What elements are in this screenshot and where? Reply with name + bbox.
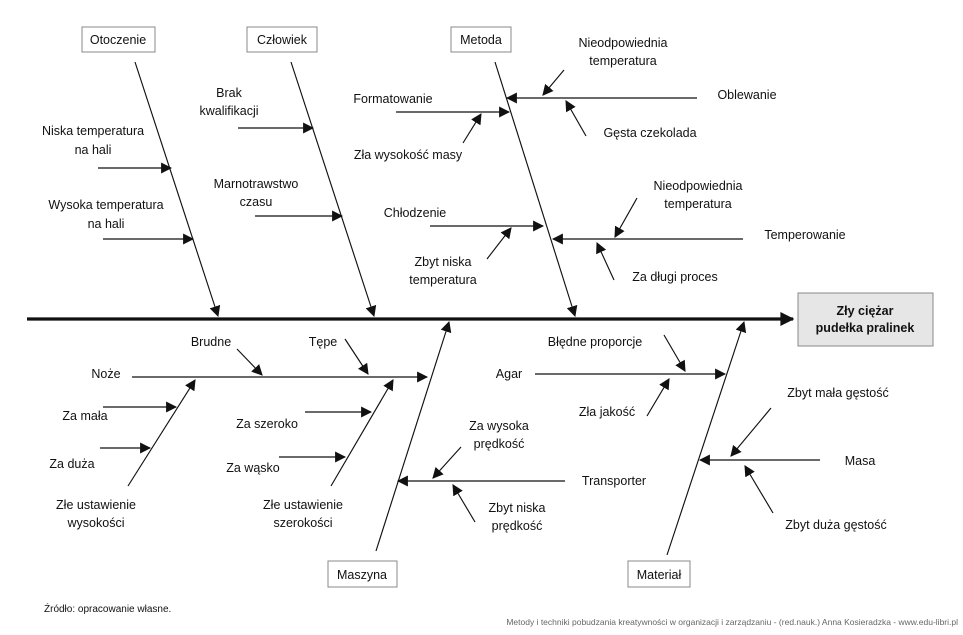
effect-label-line1: Zły ciężar	[837, 304, 894, 318]
cause-niska-temperatura-line2: na hali	[75, 143, 112, 157]
arrow-zbyt-duza-gestosc	[744, 465, 774, 514]
cause-gesta-czekolada: Gęsta czekolada	[603, 126, 696, 140]
cause-za-szeroko: Za szeroko	[236, 417, 298, 431]
cause-oblewanie: Oblewanie	[717, 88, 776, 102]
category-maszyna: Maszyna	[327, 560, 398, 588]
cause-masa: Masa	[845, 454, 876, 468]
arrow-gesta-czekolada	[565, 100, 587, 137]
cause-zla-jakosc: Zła jakość	[579, 405, 635, 419]
footer-credit: Metody i techniki pobudzania kreatywnośc…	[506, 617, 958, 627]
effect-label-line2: pudełka pralinek	[816, 321, 915, 335]
arrow-zbyt-niska-predkosc	[452, 484, 476, 523]
cause-zbyt-duza-gestosc: Zbyt duża gęstość	[785, 518, 886, 532]
cause-za-dlugi-proces: Za długi proces	[632, 270, 717, 284]
cause-transporter: Transporter	[582, 474, 646, 488]
cause-marnotrawstwo-czasu-line2: czasu	[240, 195, 273, 209]
arrow-zla-jakosc	[646, 378, 670, 417]
branch-otoczenie	[134, 61, 221, 318]
arrow-tepe	[344, 338, 369, 375]
arrow-bledne-proporcje	[663, 334, 686, 372]
category-czlowiek-label: Człowiek	[257, 33, 308, 47]
arrow-zbyt-mala-gestosc	[730, 407, 772, 457]
branch-maszyna	[375, 320, 452, 552]
cause-zle-ustawienie-wysokosci-line2: wysokości	[67, 516, 125, 530]
cause-za-mala: Za mała	[62, 409, 107, 423]
category-metoda: Metoda	[450, 26, 512, 53]
cause-za-wasko: Za wąsko	[226, 461, 280, 475]
category-material-label: Materiał	[637, 568, 682, 582]
cause-bledne-proporcje: Błędne proporcje	[548, 335, 643, 349]
cause-tepe: Tępe	[309, 335, 338, 349]
category-maszyna-label: Maszyna	[337, 568, 387, 582]
branch-metoda	[494, 61, 578, 318]
cause-zbyt-niska-predkosc-line2: prędkość	[492, 519, 543, 533]
cause-nieodpowiednia-temperatura-2-line2: temperatura	[664, 197, 731, 211]
source-note: Źródło: opracowanie własne.	[44, 602, 171, 615]
cause-brudne: Brudne	[191, 335, 231, 349]
category-material: Materiał	[627, 560, 691, 588]
arrow-zbyt-niska-temperatura	[486, 227, 512, 260]
category-metoda-label: Metoda	[460, 33, 502, 47]
branch-material	[666, 320, 747, 556]
branch-zle-ustawienie-szerokosci	[330, 379, 394, 487]
cause-za-wysoka-predkosc-line1: Za wysoka	[469, 419, 529, 433]
arrow-nieodpowiednia-temperatura-1	[542, 69, 565, 96]
cause-nieodpowiednia-temperatura-1-line2: temperatura	[589, 54, 656, 68]
arrow-za-wysoka-predkosc	[432, 446, 462, 479]
cause-zle-ustawienie-szerokosci-line1: Złe ustawienie	[263, 498, 343, 512]
cause-zbyt-mala-gestosc: Zbyt mała gęstość	[787, 386, 888, 400]
category-otoczenie-label: Otoczenie	[90, 33, 146, 47]
cause-temperowanie: Temperowanie	[764, 228, 845, 242]
arrow-za-dlugi-proces	[596, 242, 615, 281]
cause-brak-kwalifikacji-line1: Brak	[216, 86, 242, 100]
cause-formatowanie: Formatowanie	[353, 92, 432, 106]
cause-agar: Agar	[496, 367, 522, 381]
cause-brak-kwalifikacji-line2: kwalifikacji	[199, 104, 258, 118]
cause-zla-wysokosc-masy: Zła wysokość masy	[354, 148, 463, 162]
cause-niska-temperatura-line1: Niska temperatura	[42, 124, 144, 138]
cause-zbyt-niska-temperatura-line1: Zbyt niska	[415, 255, 472, 269]
cause-zle-ustawienie-szerokosci-line2: szerokości	[273, 516, 332, 530]
cause-zbyt-niska-predkosc-line1: Zbyt niska	[489, 501, 546, 515]
cause-zbyt-niska-temperatura-line2: temperatura	[409, 273, 476, 287]
cause-za-wysoka-predkosc-line2: prędkość	[474, 437, 525, 451]
arrow-zla-wysokosc-masy	[462, 113, 482, 144]
category-czlowiek: Człowiek	[246, 26, 318, 53]
branch-czlowiek	[290, 61, 377, 318]
branch-zle-ustawienie-wysokosci	[127, 379, 196, 487]
category-otoczenie: Otoczenie	[81, 26, 156, 53]
cause-chlodzenie: Chłodzenie	[384, 206, 447, 220]
cause-wysoka-temperatura-line1: Wysoka temperatura	[48, 198, 163, 212]
arrow-brudne	[236, 348, 263, 376]
cause-wysoka-temperatura-line2: na hali	[88, 217, 125, 231]
cause-nieodpowiednia-temperatura-1-line1: Nieodpowiednia	[579, 36, 668, 50]
cause-zle-ustawienie-wysokosci-line1: Złe ustawienie	[56, 498, 136, 512]
cause-noze: Noże	[91, 367, 120, 381]
cause-nieodpowiednia-temperatura-2-line1: Nieodpowiednia	[654, 179, 743, 193]
effect-box: Zły ciężar pudełka pralinek	[797, 292, 934, 347]
arrow-nieodpowiednia-temperatura-2	[614, 197, 638, 238]
cause-za-duza: Za duża	[49, 457, 94, 471]
cause-marnotrawstwo-czasu-line1: Marnotrawstwo	[214, 177, 299, 191]
